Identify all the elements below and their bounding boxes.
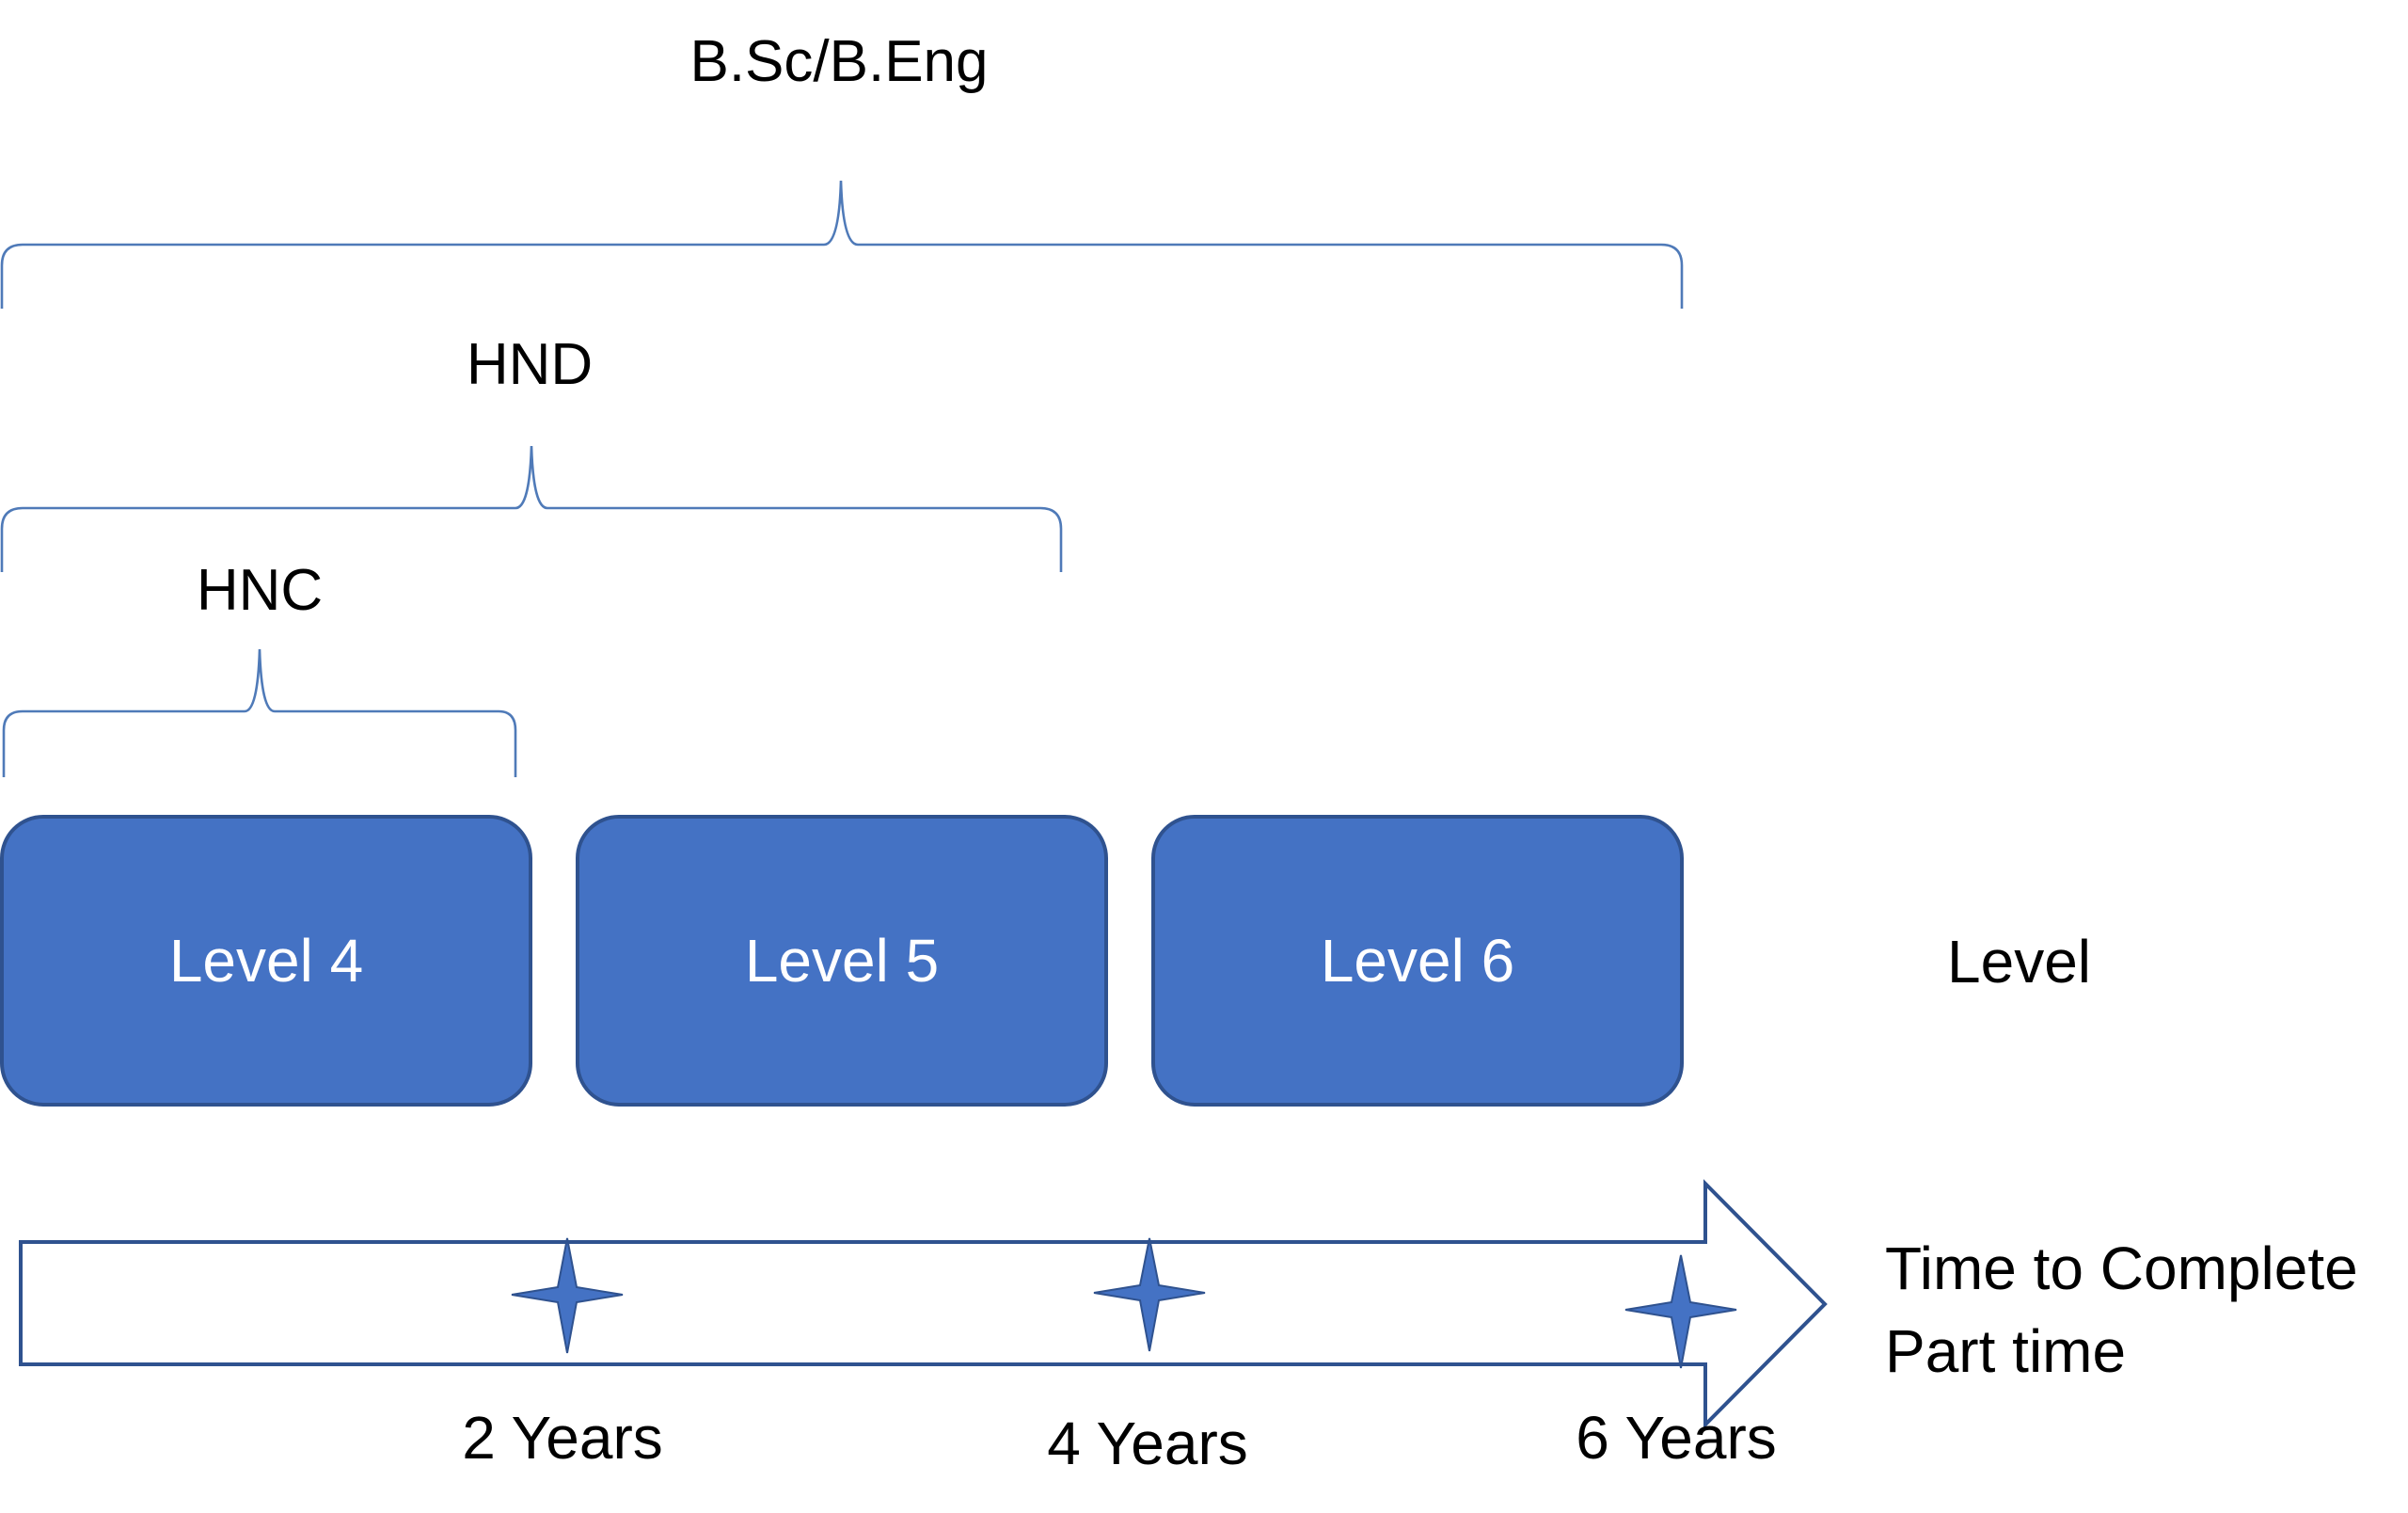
level-4-label: Level 4	[169, 927, 363, 995]
hnc-group: HNC	[2, 558, 517, 777]
milestone-star-6-years	[1624, 1254, 1737, 1369]
hnd-label: HND	[467, 332, 593, 397]
milestone-label-2-years: 2 Years	[462, 1404, 663, 1472]
level-5-box: Level 5	[576, 815, 1108, 1107]
hnd-brace	[0, 445, 1063, 572]
level-6-label: Level 6	[1321, 927, 1514, 995]
milestone-label-6-years: 6 Years	[1576, 1404, 1777, 1472]
timeline-arrow	[19, 1179, 1828, 1429]
bsc-label: B.Sc/B.Eng	[689, 29, 988, 94]
hnc-brace	[2, 648, 517, 777]
level-5-label: Level 5	[745, 927, 939, 995]
level-6-box: Level 6	[1151, 815, 1684, 1107]
bsc-group: B.Sc/B.Eng	[0, 29, 1684, 309]
milestone-star-4-years	[1093, 1237, 1206, 1352]
timeline-label-line1: Time to Complete	[1885, 1234, 2358, 1302]
level-4-box: Level 4	[0, 815, 532, 1107]
hnd-group: HND	[0, 332, 1063, 572]
bsc-brace	[0, 180, 1684, 309]
level-axis-label: Level	[1947, 928, 2091, 995]
milestone-label-4-years: 4 Years	[1047, 1409, 1248, 1477]
timeline-label-line2: Part time	[1885, 1317, 2126, 1385]
hnc-label: HNC	[197, 558, 323, 623]
milestone-star-2-years	[511, 1237, 624, 1354]
